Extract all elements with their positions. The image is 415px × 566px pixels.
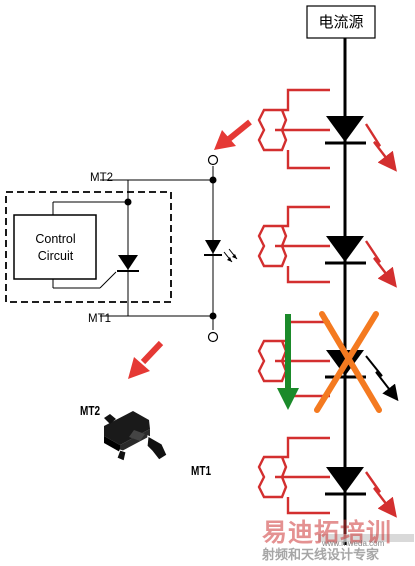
mt1-pin-label: MT1 [88, 313, 111, 325]
led-stage-3-failed [257, 311, 399, 413]
power-source-label: 电流源 [318, 13, 364, 31]
junction-dots [124, 176, 217, 320]
light-emission-icon [365, 471, 397, 518]
protection-circuit-2 [257, 205, 330, 284]
pointer-arrow-to-circuit [214, 119, 252, 150]
current-bypass-arrow [277, 314, 299, 410]
terminal-bottom [207, 331, 219, 343]
package-mt1-label: MT1 [191, 464, 211, 478]
control-circuit-box [13, 214, 97, 280]
power-source-box [306, 5, 376, 39]
fail-cross-icon [314, 311, 382, 413]
watermark-strip [318, 534, 414, 542]
light-emission-icon [364, 123, 397, 172]
diode-icon [325, 116, 366, 145]
watermark-subtitle: 射频和天线设计专家 [262, 548, 380, 563]
triac-icon [117, 255, 139, 272]
led-symbol-icon [204, 240, 238, 263]
protection-circuit-1 [257, 88, 330, 170]
pointer-arrow-to-package [128, 340, 164, 379]
package-mt2-label: MT2 [80, 404, 100, 418]
light-emission-icon [365, 355, 399, 402]
terminal-top [207, 154, 219, 166]
watermark-brand: 易迪拓培训 [262, 518, 393, 547]
mt2-pin-label: MT2 [90, 172, 113, 184]
led-stage-2 [257, 205, 397, 288]
led-stage-4 [257, 436, 397, 518]
sot23-package-icon [104, 411, 168, 462]
light-emission-icon [365, 240, 397, 288]
protection-circuit-3 [257, 320, 330, 398]
control-circuit-label: Control Circuit [35, 232, 76, 263]
protection-device-enclosure [5, 191, 172, 303]
led-stage-1 [257, 88, 397, 172]
diode-icon [325, 467, 366, 496]
protection-circuit-4 [257, 436, 330, 515]
diode-icon [325, 236, 366, 265]
watermark-site: www.mweda.com [322, 539, 385, 548]
